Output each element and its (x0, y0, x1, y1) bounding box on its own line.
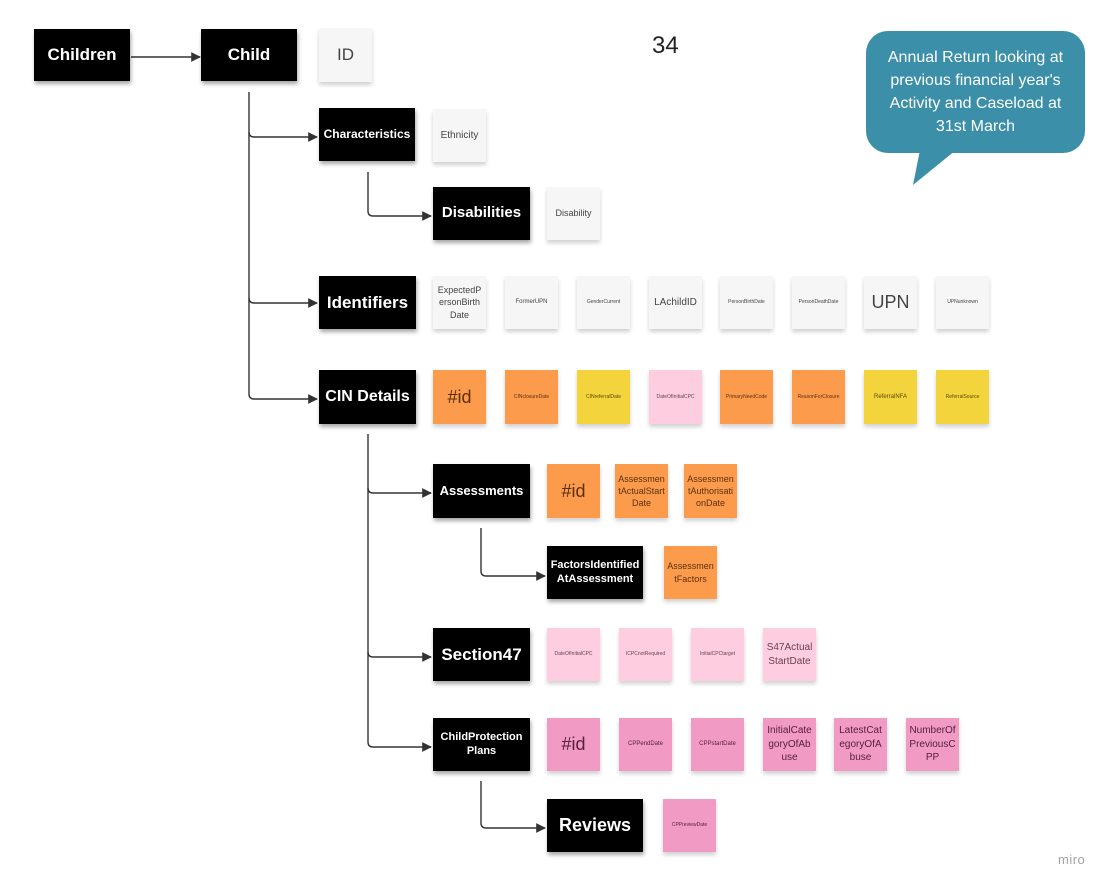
connector-assessments-factors (480, 528, 546, 581)
sticky-assessment-id[interactable]: #id (547, 464, 600, 518)
connector-child-cin-details (248, 298, 318, 404)
sticky-initial-cpc-target[interactable]: InitialCPCtarget (691, 628, 744, 681)
node-identifiers[interactable]: Identifiers (319, 276, 416, 329)
sticky-referral-nfa[interactable]: ReferralNFA (864, 370, 917, 424)
sticky-cin-id[interactable]: #id (433, 370, 486, 424)
sticky-s47-actual-start-date[interactable]: S47ActualStartDate (763, 628, 816, 681)
sticky-former-upn[interactable]: FormerUPN (505, 276, 558, 329)
sticky-cin-referral-date[interactable]: CINreferralDate (577, 370, 630, 424)
sticky-cpp-id[interactable]: #id (547, 718, 600, 771)
page-number: 34 (652, 32, 679, 59)
sticky-upn-unknown[interactable]: UPNunknown (936, 276, 989, 329)
sticky-ethnicity[interactable]: Ethnicity (433, 109, 486, 162)
sticky-disability[interactable]: Disability (547, 187, 600, 240)
sticky-icpc-not-required[interactable]: ICPCnotRequired (619, 628, 672, 681)
node-child[interactable]: Child (201, 29, 297, 81)
node-characteristics[interactable]: Characteristics (319, 108, 415, 161)
miro-watermark: miro (1058, 852, 1086, 867)
node-assessments[interactable]: Assessments (433, 464, 530, 518)
sticky-person-birth-date[interactable]: PersonBirthDate (720, 276, 773, 329)
node-reviews[interactable]: Reviews (547, 799, 643, 852)
connector-characteristics-disabilities (367, 172, 432, 221)
sticky-cpp-start-date[interactable]: CPPstartDate (691, 718, 744, 771)
node-cin-details[interactable]: CIN Details (319, 370, 416, 424)
sticky-latest-category-of-abuse[interactable]: LatestCategoryOfAbuse (834, 718, 887, 771)
sticky-la-child-id[interactable]: LAchildID (649, 276, 702, 329)
sticky-upn[interactable]: UPN (864, 276, 917, 329)
sticky-initial-category-of-abuse[interactable]: InitialCategoryOfAbuse (763, 718, 816, 771)
sticky-expected-person-birth-date[interactable]: ExpectedPersonBirthDate (433, 276, 486, 329)
sticky-cin-closure-date[interactable]: CINclosureDate (505, 370, 558, 424)
callout-note[interactable]: Annual Return looking at previous financ… (866, 31, 1085, 153)
sticky-primary-need-code[interactable]: PrimaryNeedCode (720, 370, 773, 424)
sticky-id[interactable]: ID (319, 28, 372, 82)
sticky-referral-source[interactable]: ReferralSource (936, 370, 989, 424)
node-section47[interactable]: Section47 (433, 628, 530, 681)
node-children[interactable]: Children (34, 29, 130, 81)
sticky-s47-date-of-initial-cpc[interactable]: DateOfInitialCPC (547, 628, 600, 681)
sticky-assessment-authorisation-date[interactable]: AssessmentAuthorisationDate (684, 464, 737, 518)
sticky-cpp-end-date[interactable]: CPPendDate (619, 718, 672, 771)
sticky-assessment-actual-start-date[interactable]: AssessmentActualStartDate (615, 464, 668, 518)
node-disabilities[interactable]: Disabilities (433, 187, 530, 240)
sticky-assessment-factors[interactable]: AssessmentFactors (664, 546, 717, 599)
sticky-gender-current[interactable]: GenderCurrent (577, 276, 630, 329)
node-child-protection-plans[interactable]: ChildProtection Plans (433, 718, 530, 771)
connector-cpp-reviews (480, 781, 546, 833)
node-factors-identified-at-assessment[interactable]: FactorsIdentifiedAtAssessment (547, 546, 643, 599)
sticky-date-of-initial-cpc[interactable]: DateOfInitialCPC (649, 370, 702, 424)
sticky-cpp-review-date[interactable]: CPPreviewDate (663, 799, 716, 852)
sticky-reason-for-closure[interactable]: ReasonForClosure (792, 370, 845, 424)
sticky-person-death-date[interactable]: PersonDeathDate (792, 276, 845, 329)
connector-cin-cpp (367, 652, 432, 752)
sticky-number-of-previous-cpp[interactable]: NumberOfPreviousCPP (906, 718, 959, 771)
